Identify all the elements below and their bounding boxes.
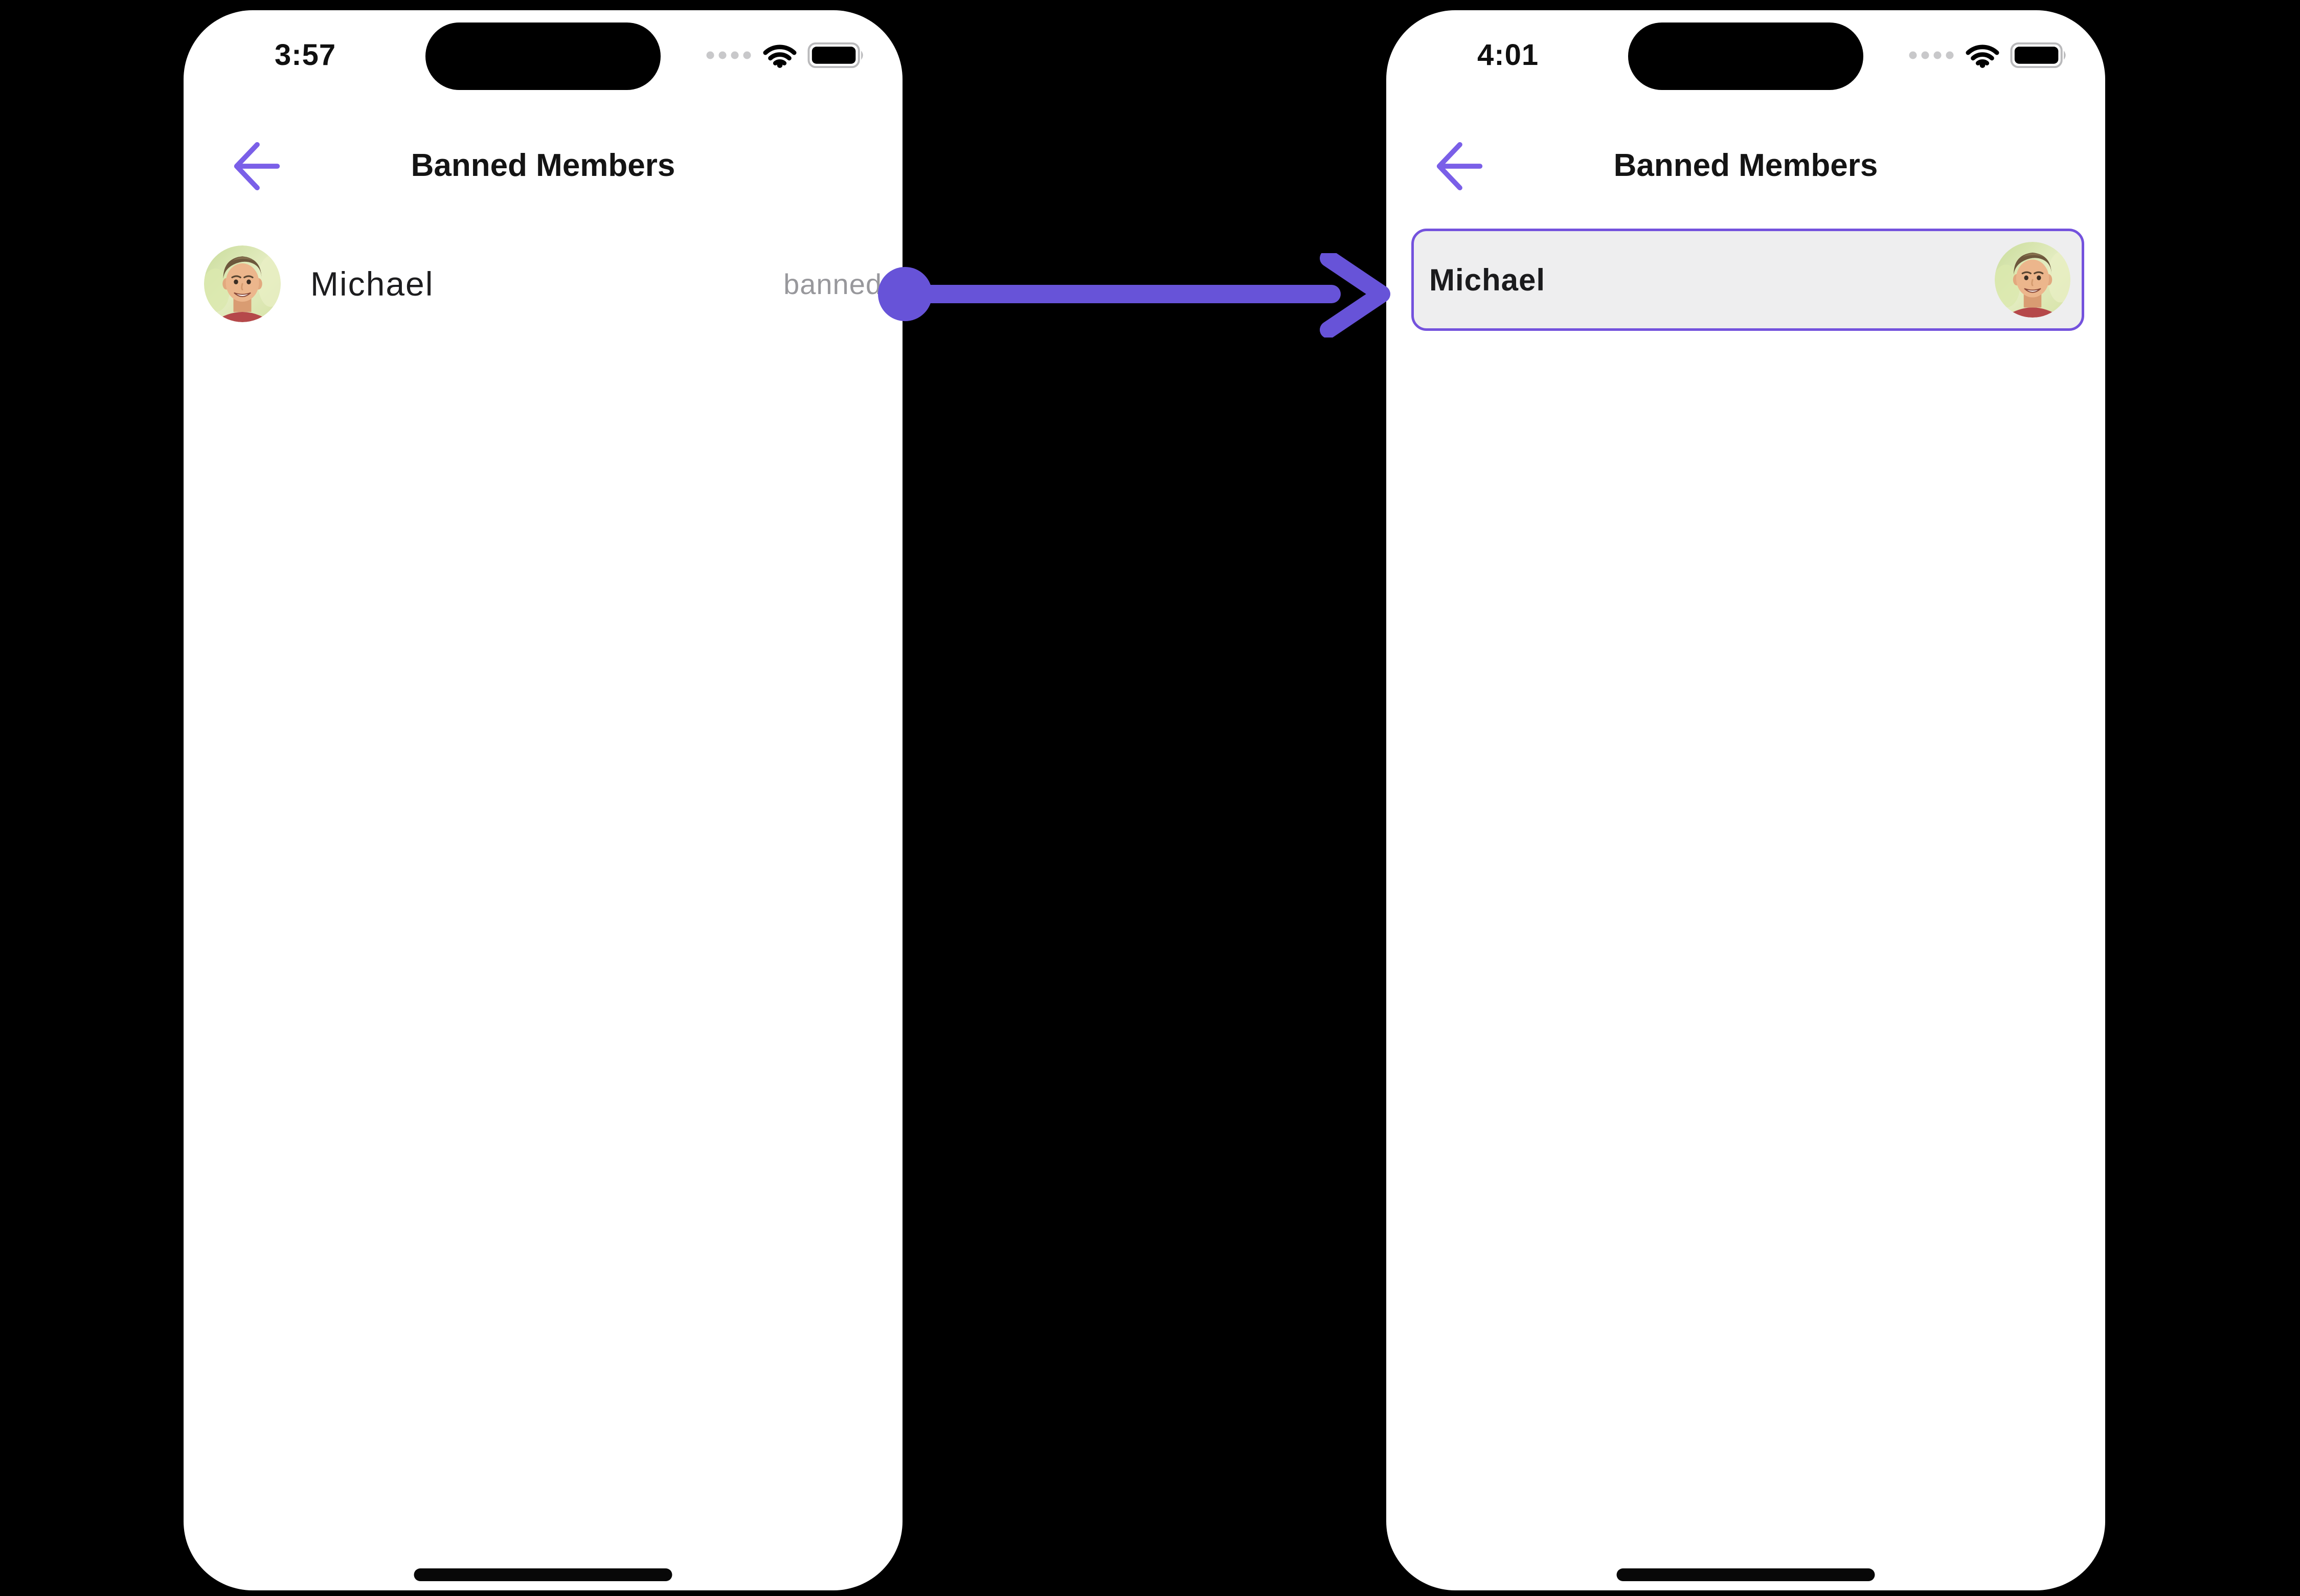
- status-bar: 4:01: [1386, 10, 2105, 100]
- status-icons: [1908, 10, 2068, 100]
- battery-full-icon: [807, 42, 863, 69]
- status-bar: 3:57: [184, 10, 903, 100]
- nav-header: Banned Members: [184, 137, 903, 194]
- back-button[interactable]: [1433, 138, 1484, 194]
- member-name: Michael: [1429, 262, 1546, 297]
- member-avatar: [204, 245, 281, 322]
- home-indicator[interactable]: [1616, 1568, 1875, 1581]
- banned-member-row[interactable]: Michael banned: [204, 243, 882, 325]
- banned-member-card[interactable]: Michael: [1411, 229, 2084, 331]
- wifi-icon: [763, 44, 797, 68]
- back-button[interactable]: [231, 138, 282, 194]
- home-indicator[interactable]: [414, 1568, 672, 1581]
- battery-full-icon: [2010, 42, 2066, 69]
- phone-after: 4:01: [1386, 10, 2105, 1590]
- arrow-left-icon: [234, 142, 280, 191]
- arrow-left-icon: [1436, 142, 1483, 191]
- dynamic-island: [425, 23, 661, 90]
- member-name: Michael: [310, 265, 434, 303]
- cellular-signal-dots-icon: [1909, 51, 1954, 59]
- dynamic-island: [1628, 23, 1863, 90]
- nav-header: Banned Members: [1386, 137, 2105, 194]
- member-status-badge: banned: [783, 267, 882, 300]
- member-avatar: [1995, 242, 2070, 318]
- phone-before: 3:57: [184, 10, 903, 1590]
- status-time: 3:57: [275, 38, 336, 72]
- page-title: Banned Members: [411, 148, 675, 183]
- status-icons: [705, 10, 866, 100]
- wifi-icon: [1966, 44, 1999, 68]
- transition-arrow: [878, 253, 1390, 338]
- status-time: 4:01: [1477, 38, 1539, 72]
- cellular-signal-dots-icon: [706, 51, 751, 59]
- page-title: Banned Members: [1613, 148, 1878, 183]
